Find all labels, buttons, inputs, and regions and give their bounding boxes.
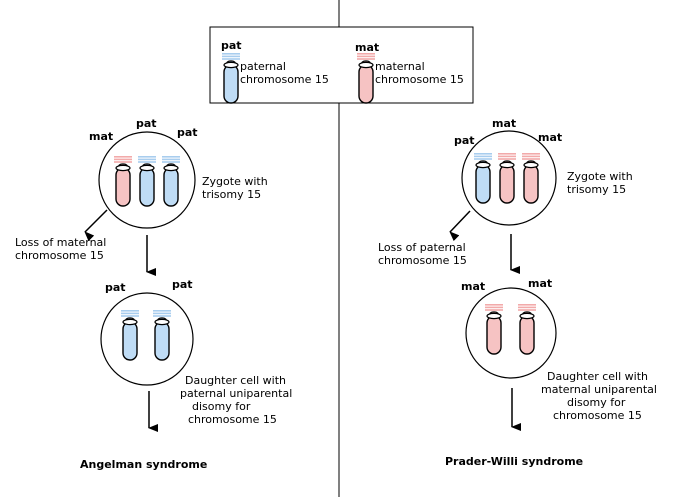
- left-zygote-paternal-chromosome-2: [162, 156, 180, 207]
- legend-pat-tag: pat: [221, 39, 242, 52]
- right-daughter-tag-2: mat: [528, 277, 552, 290]
- right-zygote-tag-3: mat: [538, 131, 562, 144]
- right-zygote-label-2: trisomy 15: [567, 183, 626, 196]
- left-zygote-label-2: trisomy 15: [202, 188, 261, 201]
- legend-pat-line2: chromosome 15: [240, 73, 329, 86]
- left-syndrome-title: Angelman syndrome: [80, 458, 207, 471]
- legend-mat-line2: chromosome 15: [375, 73, 464, 86]
- left-loss-arrow: [84, 209, 108, 242]
- left-daughter-paternal-chromosome-2: [153, 310, 171, 361]
- left-daughter-label-3: disomy for: [192, 400, 251, 413]
- right-loss-label-2: chromosome 15: [378, 254, 467, 267]
- left-daughter-tag-2: pat: [172, 278, 193, 291]
- left-panel-angelman: mat pat pat Zygote with trisomy 15 Loss …: [15, 117, 292, 471]
- left-zygote-maternal-chromosome: [114, 156, 132, 207]
- left-zygote-tag-1: mat: [89, 130, 113, 143]
- right-daughter-label-3: disomy for: [567, 396, 626, 409]
- right-syndrome-title: Prader-Willi syndrome: [445, 455, 583, 468]
- left-loss-label-1: Loss of maternal: [15, 236, 106, 249]
- right-loss-arrow: [449, 210, 471, 242]
- right-daughter-tag-1: mat: [461, 280, 485, 293]
- right-zygote-maternal-chromosome-2: [522, 153, 540, 204]
- legend-mat-tag: mat: [355, 41, 379, 54]
- legend-mat-line1: maternal: [375, 60, 425, 73]
- left-zygote-tag-3: pat: [177, 126, 198, 139]
- legend-paternal-chromosome: [222, 53, 240, 104]
- right-zygote-paternal-chromosome: [474, 153, 492, 204]
- legend-maternal-chromosome: [357, 53, 375, 104]
- left-zygote-label-1: Zygote with: [202, 175, 268, 188]
- right-daughter-label-4: chromosome 15: [553, 409, 642, 422]
- left-zygote-tag-2: pat: [136, 117, 157, 130]
- right-daughter-label-2: maternal uniparental: [541, 383, 657, 396]
- left-daughter-label-1: Daughter cell with: [185, 374, 286, 387]
- right-daughter-maternal-chromosome-2: [518, 304, 536, 355]
- left-daughter-label-2: paternal uniparental: [180, 387, 292, 400]
- legend-pat-line1: paternal: [240, 60, 286, 73]
- right-panel-prader-willi: pat mat mat Zygote with trisomy 15 Loss …: [378, 117, 657, 468]
- right-loss-label-1: Loss of paternal: [378, 241, 466, 254]
- left-daughter-paternal-chromosome-1: [121, 310, 139, 361]
- right-daughter-maternal-chromosome-1: [485, 304, 503, 355]
- right-zygote-tag-1: pat: [454, 134, 475, 147]
- left-daughter-cell: [100, 292, 194, 386]
- right-daughter-label-1: Daughter cell with: [547, 370, 648, 383]
- left-zygote-paternal-chromosome-1: [138, 156, 156, 207]
- left-daughter-label-4: chromosome 15: [188, 413, 277, 426]
- right-daughter-cell: [465, 287, 557, 379]
- left-loss-label-2: chromosome 15: [15, 249, 104, 262]
- right-zygote-tag-2: mat: [492, 117, 516, 130]
- legend-box: pat paternal chromosome 15 mat maternal …: [209, 26, 474, 104]
- right-zygote-label-1: Zygote with: [567, 170, 633, 183]
- right-zygote-maternal-chromosome-1: [498, 153, 516, 204]
- left-daughter-tag-1: pat: [105, 281, 126, 294]
